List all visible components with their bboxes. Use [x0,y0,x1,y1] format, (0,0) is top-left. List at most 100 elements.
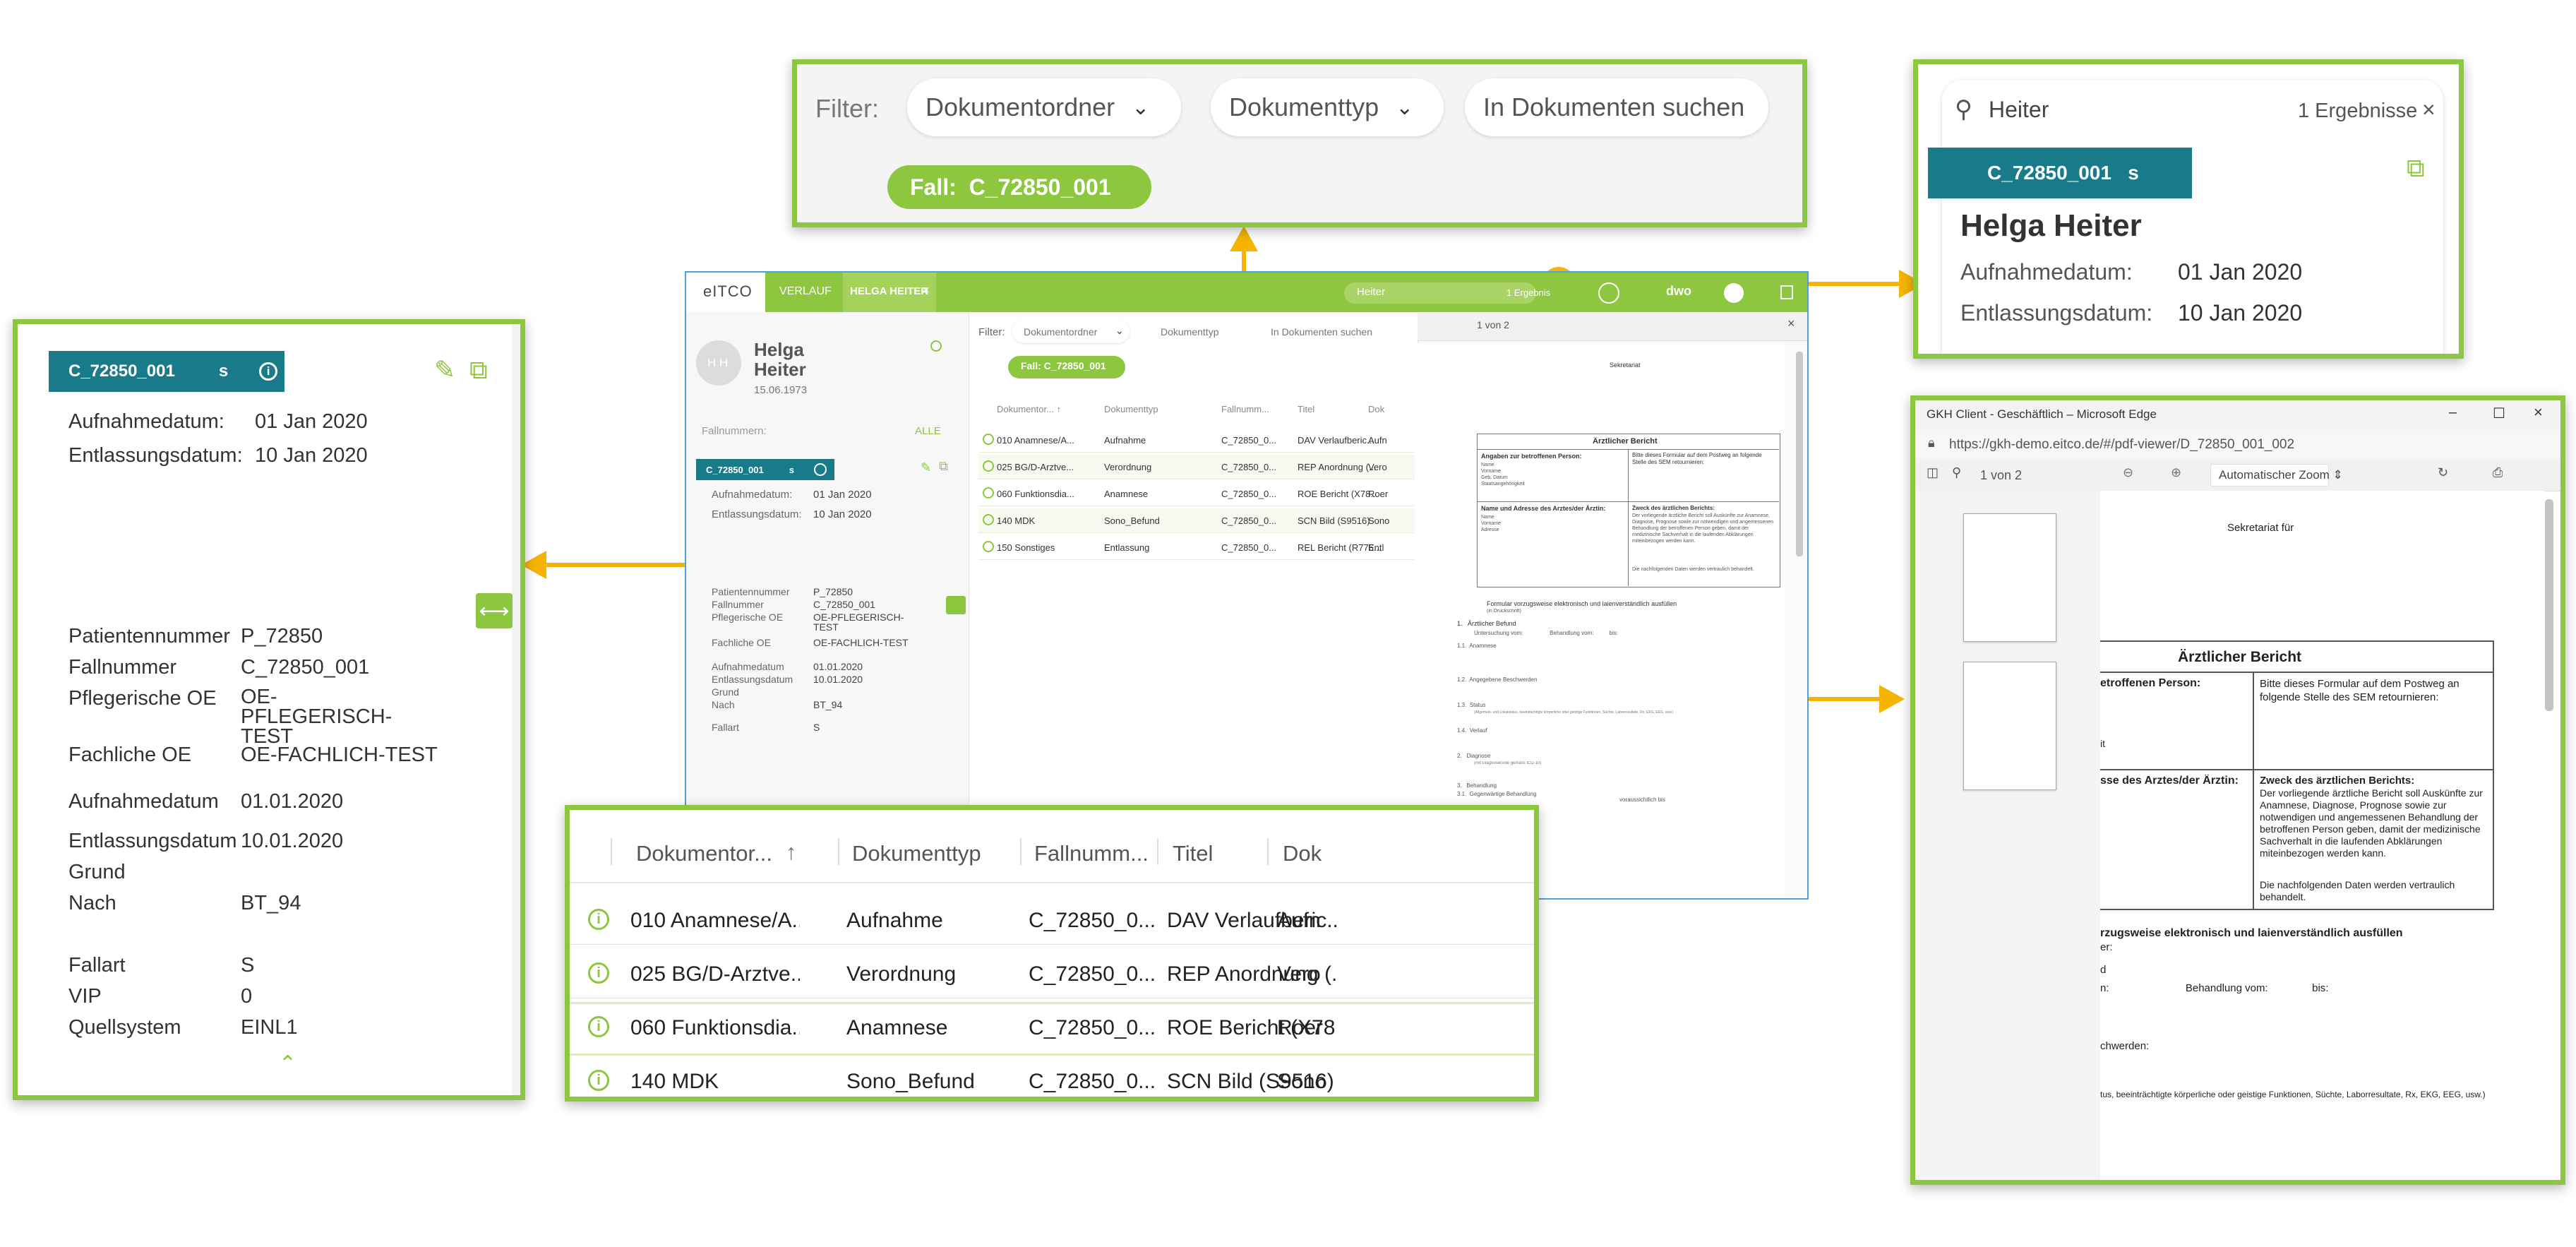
info-icon[interactable]: i [588,1070,609,1091]
document-search-input[interactable]: In Dokumenten suchen [1465,78,1768,136]
pdf-scrollbar[interactable] [1796,352,1803,556]
column-header[interactable]: Titel [1298,404,1315,414]
column-header[interactable]: Dok [1283,841,1322,866]
info-icon[interactable]: i [588,909,609,930]
table-row[interactable] [570,895,1534,944]
zoom-select[interactable] [2210,464,2329,487]
doc-section-1-2: 1.2. Angegebene Beschwerden [1457,676,1538,683]
column-header[interactable]: Titel [1173,841,1214,866]
info-icon[interactable]: i [588,962,609,984]
column-header[interactable]: Fallnumm... [1034,841,1149,866]
doc-header: Sekretariat für [2227,522,2294,534]
table-row[interactable] [978,482,1415,506]
logout-icon[interactable] [1780,285,1793,299]
close-icon[interactable]: × [2422,97,2436,122]
external-link-icon[interactable]: ⧉ [469,355,488,384]
table-row[interactable] [978,428,1415,453]
close-icon[interactable]: × [2534,403,2543,421]
doc-box1-left-sub: Name Vorname Geb. Datum Staatsangehörigk… [1481,463,1525,487]
tab-patient[interactable] [843,273,936,312]
doc-treatment-line: n: Behandlung vom: bis: [2100,982,2329,994]
column-header[interactable]: Dokumenttyp [852,841,981,866]
field-label: Fallnummer [712,599,764,610]
doc-line-d: d [2100,964,2107,976]
table-cell: 060 Funktionsdia... [997,489,1074,499]
table-row[interactable] [978,508,1415,533]
collapse-chevron-icon[interactable]: ⌃ [279,1052,297,1075]
table-row[interactable] [570,1056,1534,1097]
info-icon[interactable] [983,487,994,499]
table-cell: C_72850_0... [1221,462,1277,472]
info-icon[interactable] [983,514,994,525]
case-badge[interactable]: C_72850_001 s i [49,351,284,392]
close-icon[interactable]: × [922,283,930,297]
field-label: Aufnahmedatum [712,661,784,672]
user-avatar-icon[interactable] [1598,282,1619,304]
alle-link[interactable]: ALLE [915,425,941,437]
pdf-scrollbar[interactable] [2545,499,2553,711]
field-label: Fallnummer [68,656,177,679]
case-filter-chip[interactable] [887,165,1151,209]
pdf-page-indicator[interactable]: 1 von 2 [1477,319,1509,330]
info-icon[interactable] [813,463,827,476]
column-header[interactable]: Dok [1368,404,1385,414]
table-row[interactable] [570,1002,1534,1056]
close-icon[interactable]: × [1787,316,1795,330]
field-value: BT_94 [241,892,301,914]
edge-url[interactable]: https://gkh-demo.eitco.de/#/pdf-viewer/D… [1949,437,2295,452]
field-label: Fachliche OE [712,637,772,648]
app-search-field[interactable] [1344,282,1536,304]
wrench-icon[interactable]: ✎ [921,460,932,475]
folder-dropdown[interactable] [1012,319,1130,343]
case-badge[interactable]: C_72850_001 s [1928,148,2192,198]
discharge-label: Entlassungsdatum: [68,444,243,467]
pdf-page-indicator[interactable]: 1 von 2 [1980,468,2023,482]
zoom-in-icon[interactable]: ⊕ [2171,465,2182,479]
info-icon[interactable] [983,460,994,472]
rotate-icon[interactable]: ↻ [2438,465,2449,479]
search-query[interactable]: Heiter [1989,97,2049,122]
maximize-icon[interactable]: ☐ [2493,406,2505,422]
info-icon[interactable]: i [588,1016,609,1037]
table-cell: SCN Bild (S9516) [1167,1070,1334,1093]
discharge-label: Entlassungsdatum: [1960,300,2153,326]
folder-dropdown[interactable]: Dokumentordner ⌄ [907,78,1181,136]
sort-ascending-icon[interactable]: ↑ [786,840,797,864]
sidebar-toggle-icon[interactable]: ◫ [1927,465,1939,479]
pdf-thumbnail-page-2[interactable] [1963,662,2056,790]
wrench-icon[interactable]: ✎ [434,355,456,384]
search-icon[interactable]: ⚲ [1952,465,1962,479]
column-header[interactable]: Dokumenttyp [1104,404,1158,414]
expand-handle[interactable] [946,596,966,614]
column-header[interactable]: Dokumentor... [636,841,772,866]
doc-form-table [2100,640,2494,910]
table-row[interactable] [570,948,1534,998]
info-icon[interactable]: i [259,362,278,381]
user-name[interactable]: dwo [1666,284,1691,298]
info-icon[interactable] [983,434,994,445]
field-value: 0 [241,985,253,1008]
zoom-out-icon[interactable]: ⊖ [2123,465,2134,479]
external-link-icon[interactable]: ⧉ [2407,153,2425,182]
document-search-input[interactable]: In Dokumenten suchen [1271,326,1372,338]
pdf-thumbnail-page-1[interactable] [1963,513,2056,642]
case-filter-chip[interactable] [1008,356,1125,378]
tab-verlauf[interactable]: VERLAUF [779,285,832,297]
info-icon[interactable] [930,340,942,352]
column-header[interactable]: Dokumentor... ↑ [997,404,1062,414]
app-logo[interactable]: eITCO [703,282,753,300]
print-icon[interactable]: ⎙ [2493,465,2503,479]
case-filter-chip-label: Fall: C_72850_001 [1021,360,1106,371]
expand-handle[interactable]: ⟷ [476,593,513,628]
table-row[interactable] [978,535,1415,560]
minimize-icon[interactable]: – [2449,405,2457,420]
table-cell: Verordnung [846,962,957,986]
external-link-icon[interactable]: ⧉ [939,459,948,473]
gear-icon[interactable] [1724,283,1744,303]
type-dropdown[interactable]: Dokumenttyp ⌄ [1211,78,1444,136]
info-icon[interactable] [983,541,994,552]
type-dropdown-label[interactable]: Dokumenttyp [1161,326,1219,338]
column-header[interactable]: Fallnumm... [1221,404,1269,414]
table-row[interactable] [978,455,1415,479]
